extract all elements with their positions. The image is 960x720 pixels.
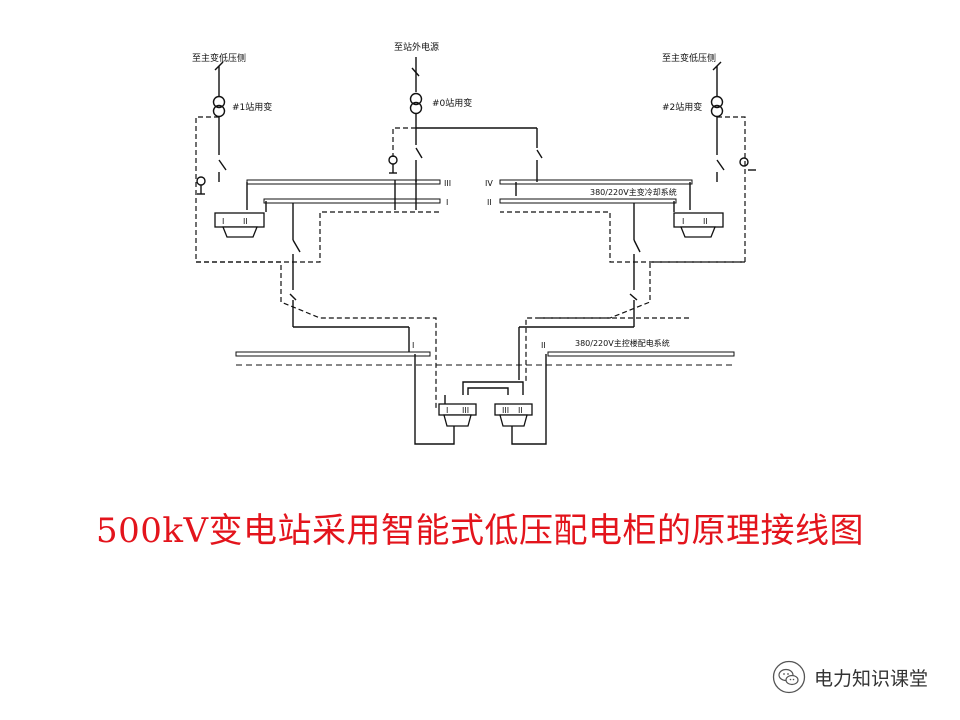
label-system-lower: 380/220V主控楼配电系统	[575, 338, 670, 348]
watermark: 电力知识课堂	[772, 660, 928, 694]
label-cabinet-right-1: I	[682, 217, 684, 226]
label-bus-3: III	[444, 179, 451, 188]
label-cabinet-right-2: II	[703, 217, 708, 226]
label-to-main-transformer-right: 至主变低压侧	[662, 52, 716, 64]
label-bus-4: IV	[485, 179, 493, 188]
label-bus-1-upper: I	[446, 198, 448, 207]
label-bus-1-lower: I	[412, 341, 414, 350]
label-transformer-1: #1站用变	[232, 101, 272, 113]
label-bus-2-lower: II	[541, 341, 546, 350]
label-cabinet-bottom-4: II	[518, 406, 523, 415]
label-transformer-0: #0站用变	[432, 97, 472, 109]
label-cabinet-bottom-3: III	[502, 406, 509, 415]
watermark-text: 电力知识课堂	[813, 667, 928, 690]
label-cabinet-left-2: II	[243, 217, 248, 226]
label-cabinet-bottom-1: I	[446, 406, 448, 415]
label-bus-2-upper: II	[487, 198, 492, 207]
label-cabinet-left-1: I	[222, 217, 224, 226]
label-to-external-source: 至站外电源	[394, 41, 439, 53]
diagram-caption: 500kV变电站采用智能式低压配电柜的原理接线图	[95, 511, 865, 551]
label-transformer-2: #2站用变	[662, 101, 702, 113]
label-cabinet-bottom-2: III	[462, 406, 469, 415]
label-to-main-transformer-left: 至主变低压侧	[192, 52, 246, 64]
label-system-upper: 380/220V主变冷却系统	[590, 187, 677, 197]
wechat-icon	[772, 660, 806, 694]
